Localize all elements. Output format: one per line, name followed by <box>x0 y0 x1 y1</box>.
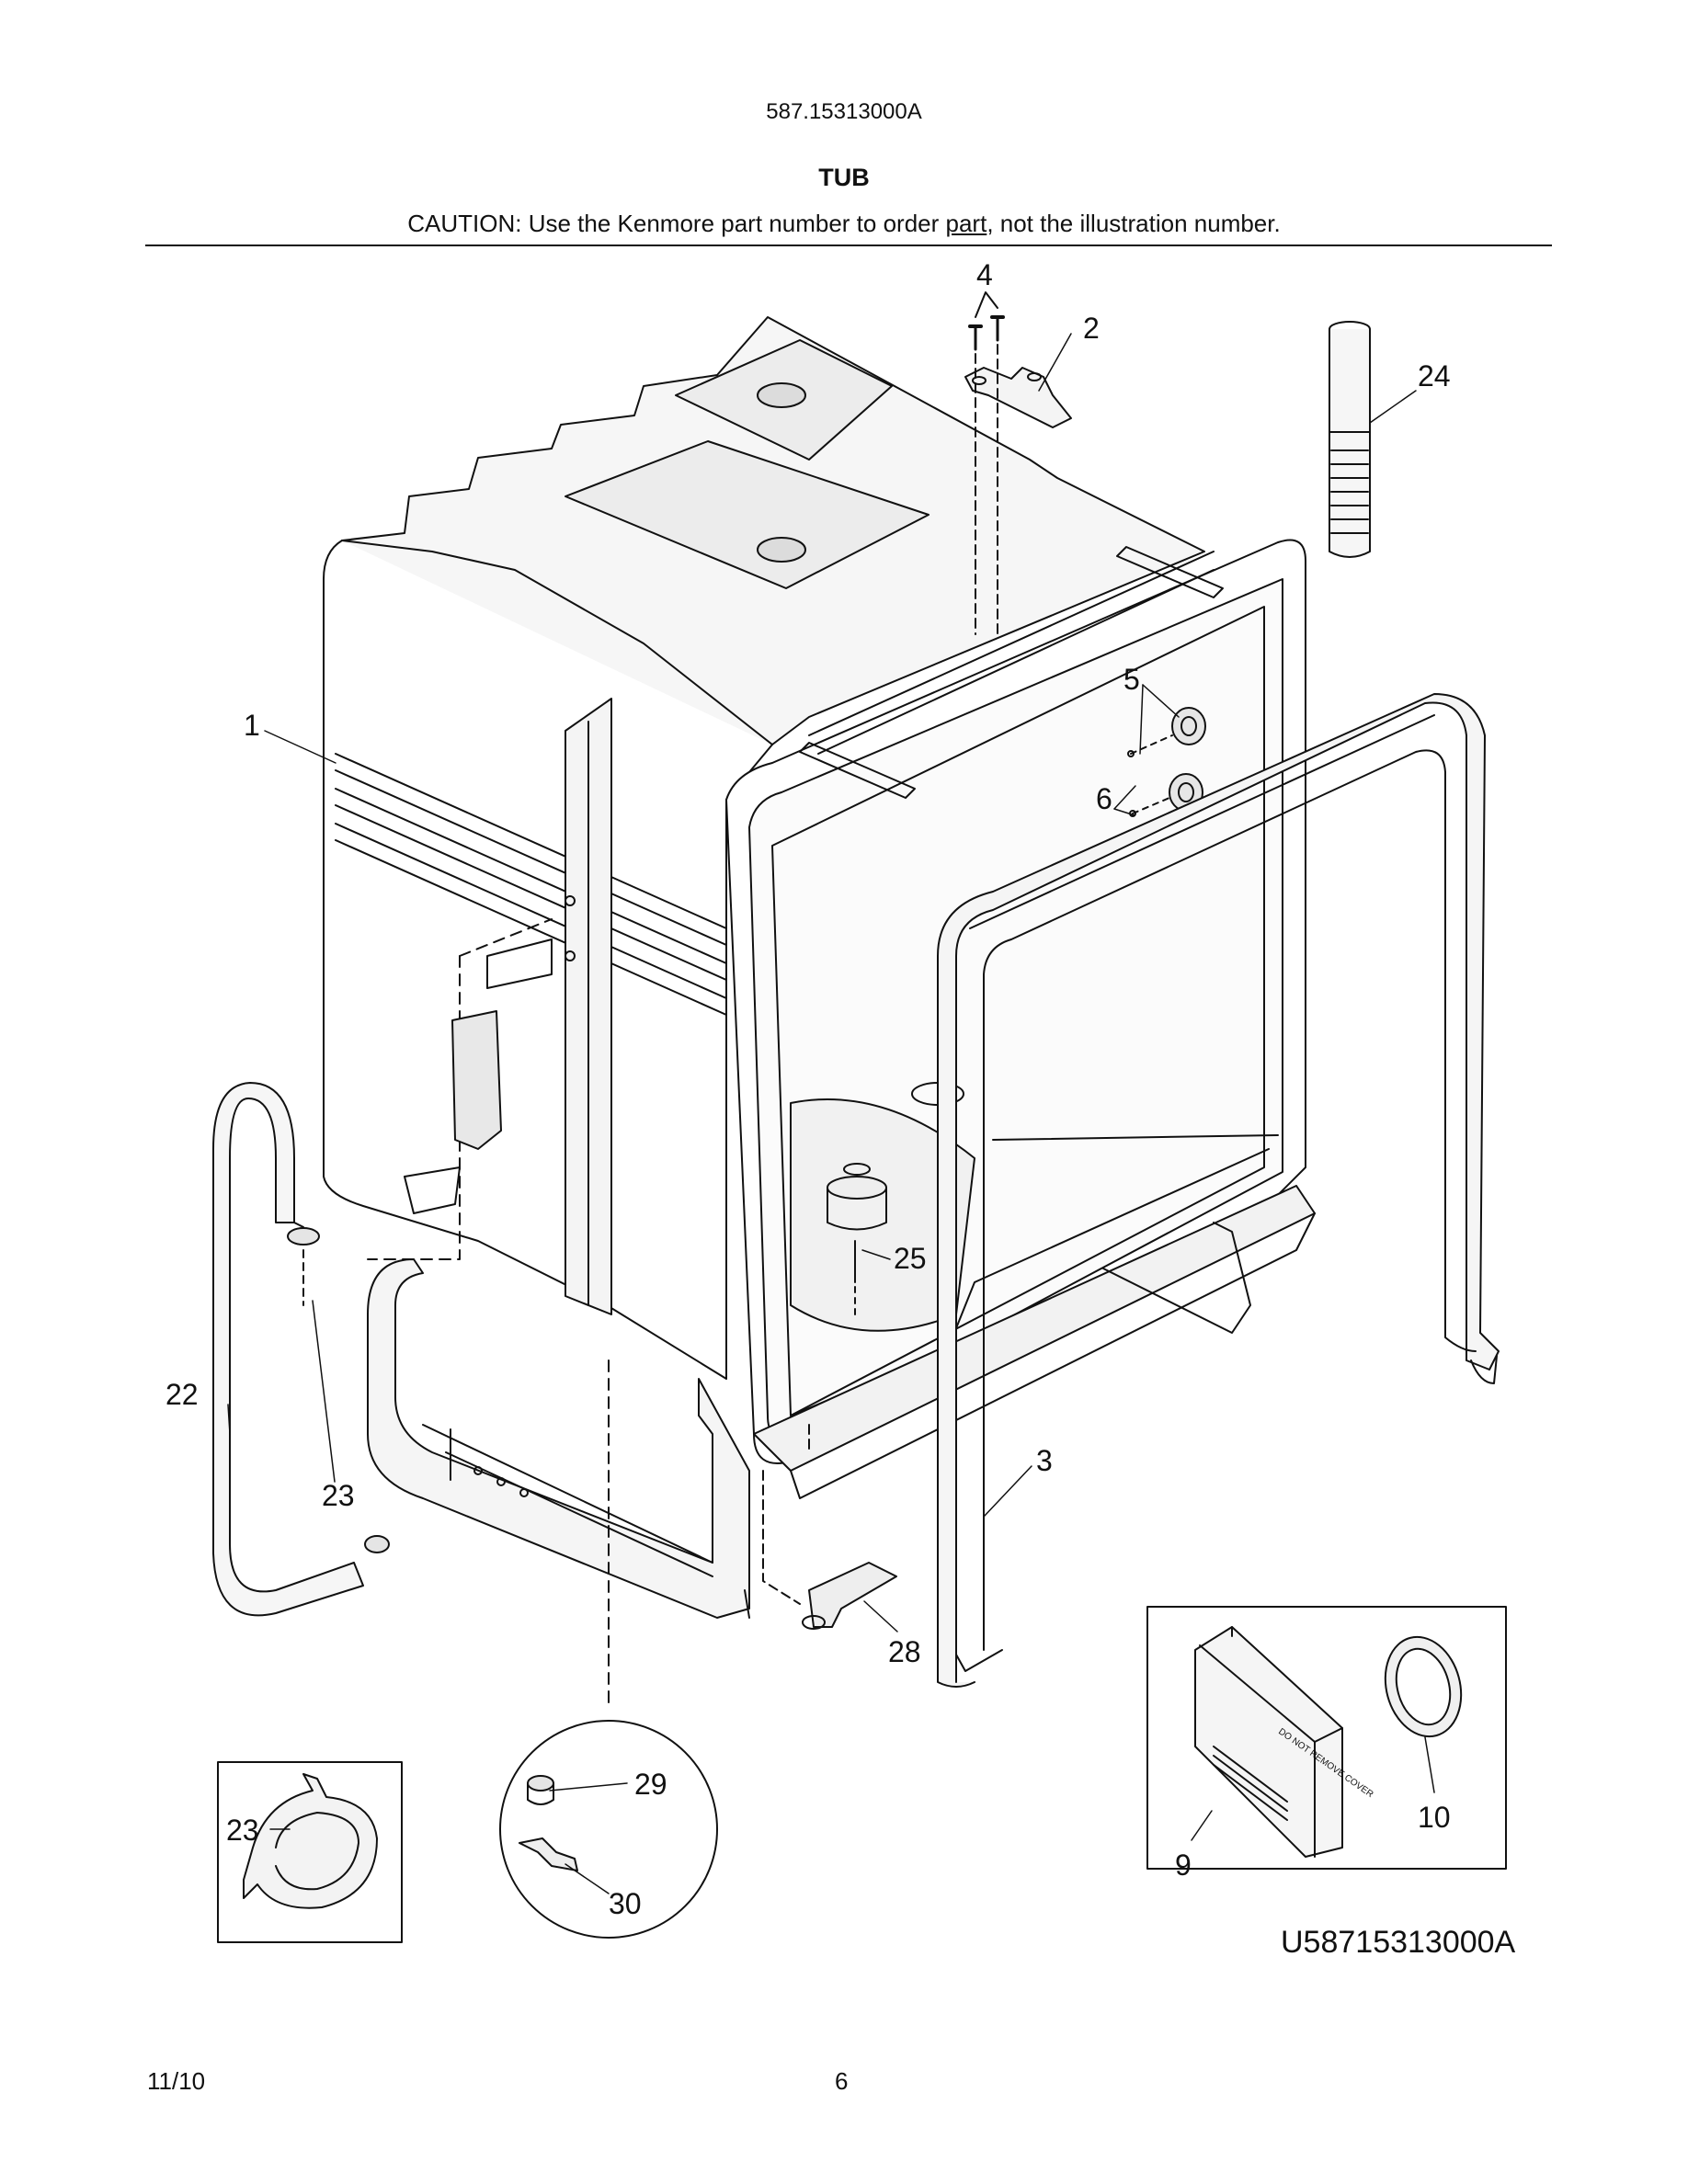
page-number: 6 <box>835 2067 849 2095</box>
callout-4: 4 <box>976 258 993 291</box>
part-vent-tube <box>1329 321 1371 558</box>
footer-date: 11/10 <box>147 2067 206 2095</box>
inset-control-box: DO NOT REMOVE COVER <box>1146 1606 1507 1870</box>
page-title: TUB <box>818 164 870 191</box>
callout-23: 23 <box>322 1479 355 1512</box>
callout-6: 6 <box>1096 782 1112 815</box>
callout-30: 30 <box>609 1887 642 1920</box>
part-float-switch <box>762 1424 897 1630</box>
part-drain-hose <box>212 1082 364 1617</box>
callout-10: 10 <box>1418 1801 1451 1834</box>
caution-suffix: , not the illustration number. <box>987 210 1281 237</box>
caution-note: CAUTION: Use the Kenmore part number to … <box>0 210 1688 238</box>
model-number: 587.15313000A <box>766 99 922 124</box>
callout-1: 1 <box>244 709 260 742</box>
callout-9: 9 <box>1175 1848 1192 1882</box>
part-hose-clamp <box>287 1227 390 1553</box>
callout-24: 24 <box>1418 359 1451 392</box>
caution-prefix: CAUTION: Use the Kenmore part number to … <box>407 210 946 237</box>
callout-29: 29 <box>634 1768 667 1801</box>
callout-25: 25 <box>894 1242 927 1275</box>
inset-clamp-box <box>217 1761 403 1943</box>
tub-base-frame <box>367 1258 750 1619</box>
callout-5: 5 <box>1123 663 1140 696</box>
callout-3: 3 <box>1036 1444 1053 1477</box>
part-sensor <box>827 1163 887 1315</box>
header-divider <box>145 245 1552 246</box>
part-hinge-bracket <box>964 367 1072 428</box>
caution-link-part: part <box>945 210 987 237</box>
detail-circle <box>499 1720 718 1939</box>
leader-lines <box>227 333 1435 1894</box>
callout-28: 28 <box>888 1635 921 1668</box>
part-screws <box>968 291 1005 635</box>
drawing-id: U58715313000A <box>1281 1925 1516 1960</box>
callout-2: 2 <box>1083 312 1100 345</box>
callout-22: 22 <box>165 1378 199 1411</box>
tub-front-frame <box>725 539 1316 1499</box>
tub-body <box>323 316 1205 1380</box>
part-door-gasket <box>937 693 1500 1688</box>
callout-23-inset: 23 <box>226 1814 259 1847</box>
